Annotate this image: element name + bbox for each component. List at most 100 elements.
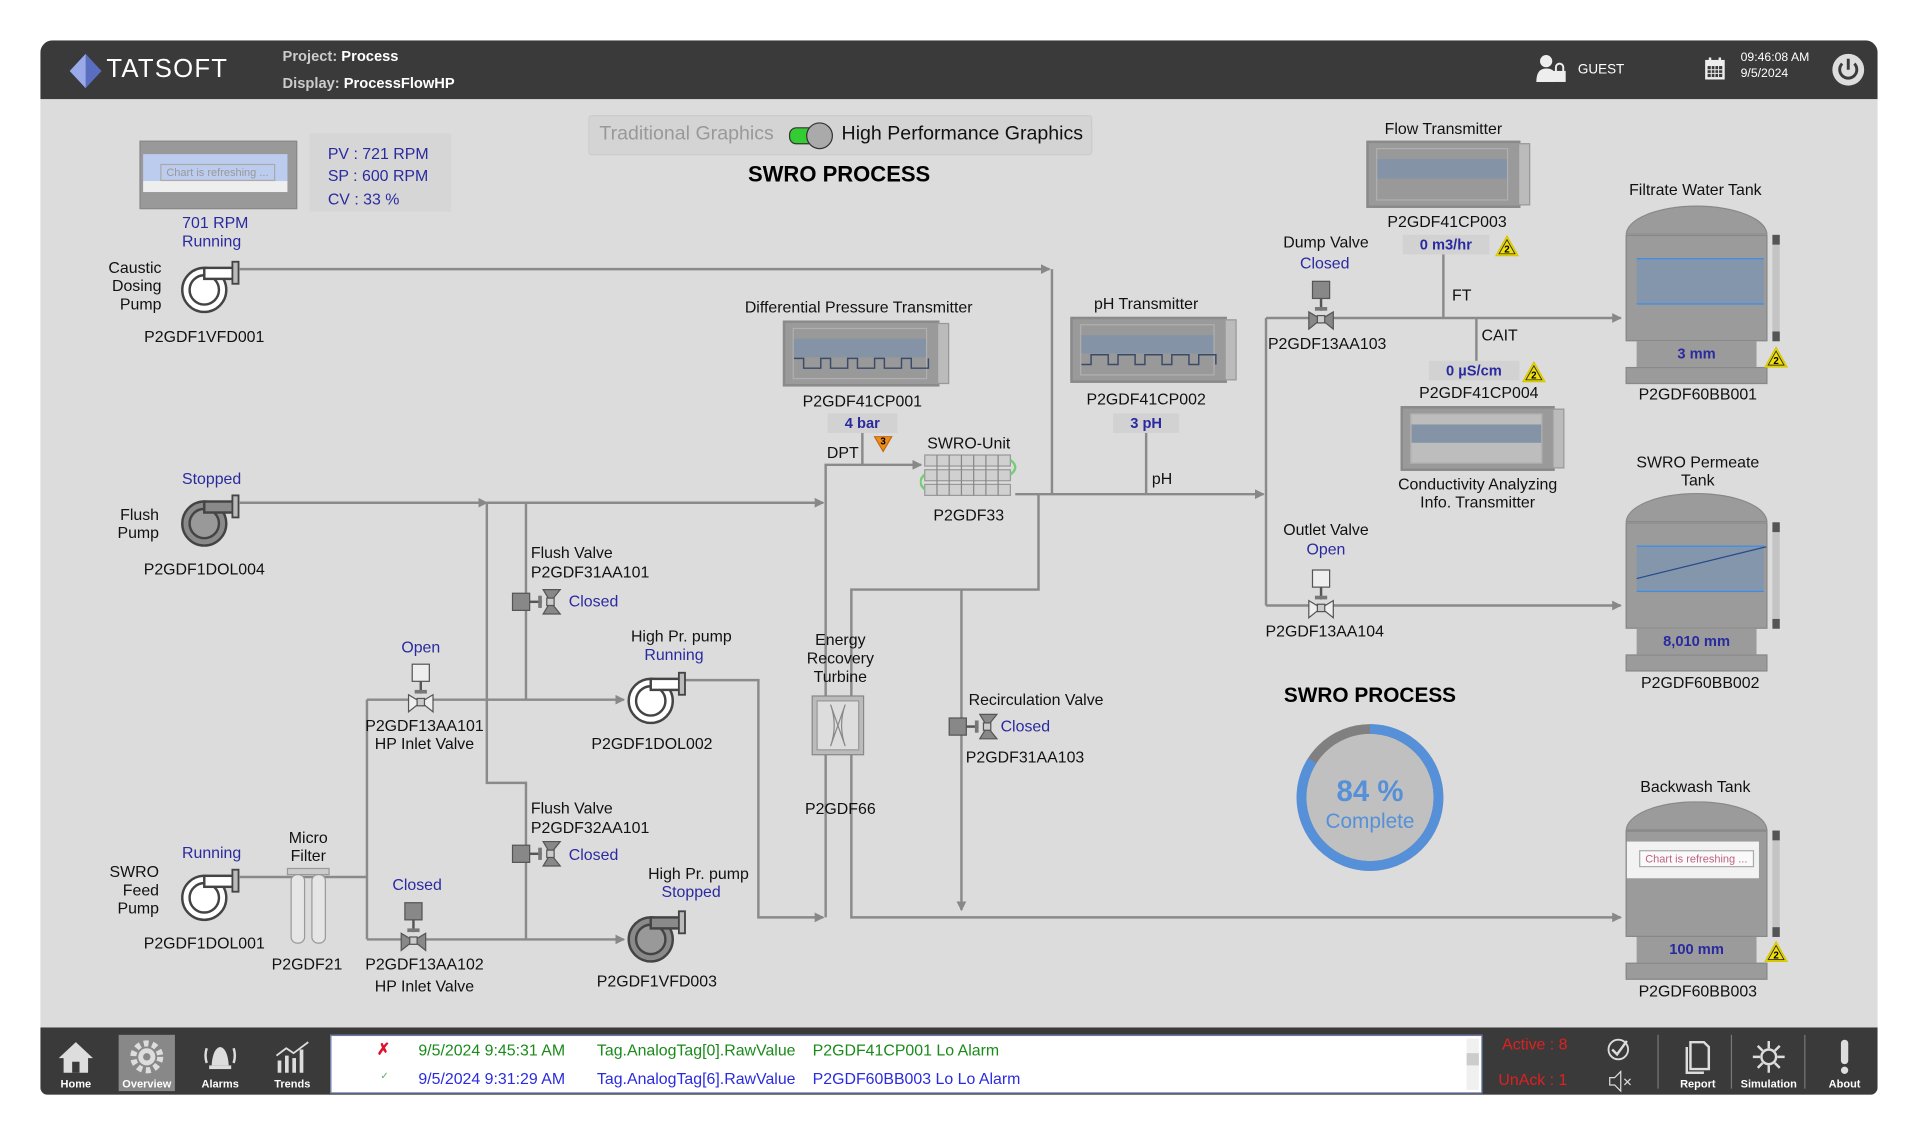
- nav-report[interactable]: Report: [1670, 1035, 1726, 1091]
- nav-trends[interactable]: Trends: [264, 1035, 320, 1091]
- cait-line-label: CAIT: [1481, 325, 1518, 345]
- pv-value: PV : 721 RPM: [327, 144, 429, 163]
- user-lock-icon[interactable]: [1535, 54, 1567, 83]
- flow-value: 0 m3/hr: [1402, 234, 1490, 255]
- flush-valve-1-icon[interactable]: [511, 587, 565, 616]
- dump-valve-tag: P2GDF13AA103: [1267, 334, 1387, 353]
- vfd-trend-chart[interactable]: Chart is refreshing ...: [139, 140, 298, 210]
- footer-bar: Home Overview Alarms Trends ✗ 9/5/2024 9…: [40, 1027, 1878, 1095]
- turbine-icon[interactable]: [811, 695, 865, 756]
- feed-pump-status: Running: [181, 843, 242, 862]
- conductivity-trend-chart[interactable]: [1400, 406, 1565, 471]
- caustic-pump-icon[interactable]: [177, 258, 241, 314]
- flush-pump-icon[interactable]: [177, 492, 241, 548]
- ph-value: 3 pH: [1113, 413, 1180, 434]
- nav-home[interactable]: Home: [48, 1035, 104, 1091]
- traditional-graphics-label[interactable]: Traditional Graphics: [599, 123, 774, 145]
- dpt-value: 4 bar: [827, 413, 898, 434]
- pipe: [824, 459, 923, 918]
- outlet-valve-tag: P2GDF13AA104: [1265, 621, 1384, 641]
- flow-transmitter-label: Flow Transmitter: [1384, 119, 1503, 138]
- permeate-tank-tag: P2GDF60BB002: [1641, 673, 1760, 692]
- project-name: Process: [341, 47, 399, 65]
- flush-valve-2-icon[interactable]: [511, 839, 565, 868]
- conductivity-alarm-level: 2: [1531, 370, 1537, 382]
- gauge-progress-arc: [1296, 724, 1444, 871]
- hp-inlet-valve-2-icon[interactable]: [399, 901, 428, 955]
- header-bar: TATSOFT Project: Process Display: Proces…: [40, 40, 1878, 100]
- page-title: SWRO PROCESS: [747, 162, 931, 187]
- progress-gauge: [1296, 724, 1444, 871]
- outlet-valve-icon[interactable]: [1306, 569, 1335, 623]
- filtrate-alarm-level: 2: [1773, 355, 1779, 367]
- dump-valve-status: Closed: [1299, 253, 1350, 273]
- flush-valve-2-label: Flush Valve: [530, 798, 613, 818]
- power-icon[interactable]: [1830, 51, 1867, 88]
- clock-date: 9/5/2024: [1740, 67, 1789, 81]
- hp-inlet-valve-1-tag: P2GDF13AA101: [365, 716, 484, 735]
- flow-tag: P2GDF41CP003: [1387, 212, 1507, 231]
- backwash-tank-level: 100 mm: [1636, 936, 1757, 963]
- app-window: TATSOFT Project: Process Display: Proces…: [40, 40, 1878, 1095]
- feed-pump-icon[interactable]: [177, 866, 241, 922]
- gear-icon: [130, 1040, 164, 1074]
- pipe: [850, 494, 1622, 923]
- ph-transmitter-label: pH Transmitter: [1093, 294, 1199, 313]
- alarm-list-scrollbar[interactable]: [1466, 1038, 1479, 1090]
- nav-overview[interactable]: Overview: [118, 1034, 175, 1092]
- nav-simulation[interactable]: Simulation: [1741, 1035, 1797, 1091]
- ph-trend-chart[interactable]: [1070, 316, 1237, 383]
- hp-pump-1-icon[interactable]: [624, 669, 688, 725]
- dpt-trend-chart[interactable]: [782, 320, 950, 387]
- pipe: [684, 678, 825, 923]
- nav-alarms[interactable]: Alarms: [192, 1035, 248, 1091]
- user-name: GUEST: [1577, 62, 1625, 78]
- nav-about[interactable]: About: [1816, 1035, 1872, 1091]
- swro-membrane-icon[interactable]: [919, 453, 1023, 499]
- conductivity-tag: P2GDF41CP004: [1419, 383, 1539, 402]
- alarm-ack-check-icon: ✓: [380, 1070, 389, 1082]
- unack-alarm-count: UnAck : 1: [1498, 1070, 1568, 1089]
- hp-inlet-valve-1-icon[interactable]: [406, 663, 435, 717]
- dpt-trend-line: [793, 357, 930, 369]
- hp-pump-2-icon[interactable]: [624, 908, 688, 964]
- hp-inlet-valve-2-status: Closed: [392, 875, 442, 894]
- hp-pump-2-label: High Pr. pump: [648, 864, 749, 883]
- high-performance-graphics-label[interactable]: High Performance Graphics: [841, 123, 1084, 145]
- recirc-valve-status: Closed: [1000, 716, 1051, 736]
- ph-trend-line: [1081, 353, 1217, 366]
- dump-valve-icon[interactable]: [1306, 280, 1335, 334]
- permeate-tank-level: 8,010 mm: [1636, 628, 1757, 655]
- caustic-pump-tag: P2GDF1VFD001: [144, 327, 265, 346]
- flush-valve-2-tag: P2GDF32AA101: [530, 818, 650, 837]
- flush-pump-status: Stopped: [181, 469, 242, 488]
- hp-inlet-valve-1-label: HP Inlet Valve: [374, 734, 475, 753]
- vfd-values-panel: PV : 721 RPM SP : 600 RPM CV : 33 %: [309, 133, 452, 212]
- about-icon: [1840, 1039, 1849, 1074]
- chart-refresh-message: Chart is refreshing ...: [160, 163, 275, 182]
- alarm-priority-3-icon[interactable]: [873, 435, 893, 453]
- filtrate-tank-tag: P2GDF60BB001: [1638, 384, 1758, 404]
- feed-pump-tag: P2GDF1DOL001: [143, 933, 265, 953]
- micro-filter-icon: [286, 867, 330, 944]
- ph-tag: P2GDF41CP002: [1086, 389, 1206, 408]
- toggle-switch[interactable]: [788, 122, 833, 150]
- sp-value: SP : 600 RPM: [327, 166, 429, 185]
- graphics-mode-toggle[interactable]: Traditional Graphics High Performance Gr…: [588, 114, 1093, 156]
- gauge-percent: 84 %: [1336, 775, 1404, 809]
- acknowledge-alarms-icon[interactable]: [1606, 1037, 1630, 1061]
- flow-trend-chart[interactable]: [1366, 140, 1531, 208]
- mute-sound-icon[interactable]: [1607, 1070, 1634, 1093]
- recirc-valve-icon[interactable]: [948, 712, 1002, 741]
- turbine-tag: P2GDF66: [804, 799, 876, 818]
- pipe: [485, 502, 528, 940]
- hp-pump-1-status: Running: [644, 645, 704, 664]
